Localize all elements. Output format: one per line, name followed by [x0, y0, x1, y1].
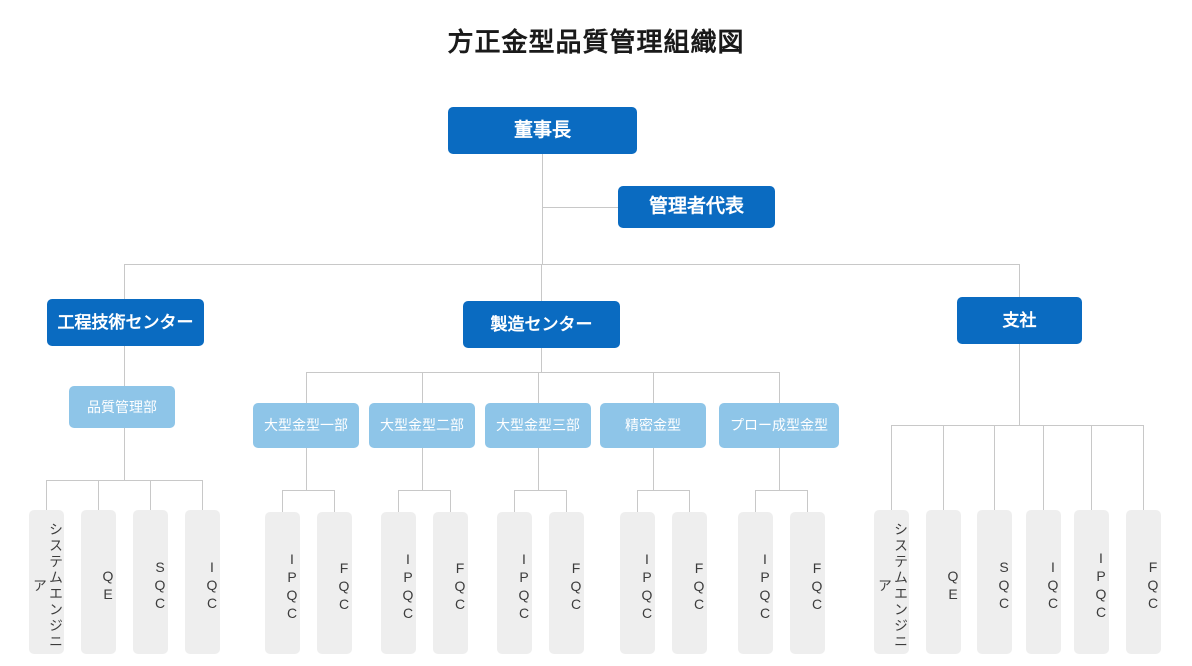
- leaf-branch-sqc[interactable]: SQC: [977, 510, 1012, 654]
- connector-to-blow-dept: [779, 372, 780, 403]
- connector-precision-leaf-2: [689, 490, 690, 512]
- connector-mold3-trunk: [538, 448, 539, 490]
- connector-branch-trunk: [1019, 344, 1020, 425]
- leaf-quality-qe[interactable]: QE: [81, 510, 116, 654]
- connector-branch-bus: [891, 425, 1143, 426]
- leaf-quality-iqc[interactable]: IQC: [185, 510, 220, 654]
- connector-to-precision-dept: [653, 372, 654, 403]
- connector-quality-leaf-1: [46, 480, 47, 510]
- connector-process-to-quality: [124, 346, 125, 386]
- node-manufacturing-center[interactable]: 製造センター: [463, 301, 620, 348]
- connector-to-manufacturing-center: [541, 264, 542, 301]
- connector-mold1-leaf-2: [334, 490, 335, 512]
- connector-precision-trunk: [653, 448, 654, 490]
- page-title: 方正金型品質管理組織図: [447, 27, 745, 57]
- connector-to-process-center: [124, 264, 125, 299]
- connector-blow-trunk: [779, 448, 780, 490]
- connector-branch-leaf-2: [943, 425, 944, 510]
- connector-branch-leaf-5: [1091, 425, 1092, 510]
- leaf-mold2-fqc[interactable]: FQC: [433, 512, 468, 654]
- node-quality-management-dept[interactable]: 品質管理部: [69, 386, 175, 428]
- node-large-mold-dept-1[interactable]: 大型金型一部: [253, 403, 359, 448]
- leaf-quality-sqc[interactable]: SQC: [133, 510, 168, 654]
- connector-mold2-leaf-2: [450, 490, 451, 512]
- leaf-blow-fqc[interactable]: FQC: [790, 512, 825, 654]
- connector-mold3-leaf-2: [566, 490, 567, 512]
- leaf-precision-ipqc[interactable]: IPQC: [620, 512, 655, 654]
- connector-blow-bus: [755, 490, 807, 491]
- leaf-branch-system-engineer[interactable]: システムエンジニア: [874, 510, 909, 654]
- connector-blow-leaf-2: [807, 490, 808, 512]
- node-large-mold-dept-3[interactable]: 大型金型三部: [485, 403, 591, 448]
- connector-to-mold-dept-3: [538, 372, 539, 403]
- connector-quality-trunk: [124, 428, 125, 480]
- connector-mold3-bus: [514, 490, 566, 491]
- node-chairman[interactable]: 董事長: [448, 107, 637, 154]
- leaf-branch-fqc[interactable]: FQC: [1126, 510, 1161, 654]
- leaf-blow-ipqc[interactable]: IPQC: [738, 512, 773, 654]
- connector-quality-bus: [46, 480, 203, 481]
- connector-branch-leaf-3: [994, 425, 995, 510]
- connector-manufacturing-bus: [306, 372, 780, 373]
- connector-division-bus: [124, 264, 1020, 265]
- connector-quality-leaf-3: [150, 480, 151, 510]
- leaf-branch-ipqc[interactable]: IPQC: [1074, 510, 1109, 654]
- connector-root-trunk: [542, 154, 543, 264]
- connector-root-to-staff: [542, 207, 618, 208]
- node-management-representative[interactable]: 管理者代表: [618, 186, 775, 228]
- connector-mold3-leaf-1: [514, 490, 515, 512]
- connector-mold1-leaf-1: [282, 490, 283, 512]
- node-process-technology-center[interactable]: 工程技術センター: [47, 299, 204, 346]
- leaf-mold1-fqc[interactable]: FQC: [317, 512, 352, 654]
- connector-precision-leaf-1: [637, 490, 638, 512]
- connector-to-mold-dept-2: [422, 372, 423, 403]
- leaf-mold1-ipqc[interactable]: IPQC: [265, 512, 300, 654]
- connector-mold2-bus: [398, 490, 450, 491]
- leaf-mold3-ipqc[interactable]: IPQC: [497, 512, 532, 654]
- leaf-branch-qe[interactable]: QE: [926, 510, 961, 654]
- leaf-mold2-ipqc[interactable]: IPQC: [381, 512, 416, 654]
- connector-to-branch: [1019, 264, 1020, 297]
- leaf-precision-fqc[interactable]: FQC: [672, 512, 707, 654]
- leaf-mold3-fqc[interactable]: FQC: [549, 512, 584, 654]
- leaf-branch-iqc[interactable]: IQC: [1026, 510, 1061, 654]
- connector-mold1-trunk: [306, 448, 307, 490]
- connector-blow-leaf-1: [755, 490, 756, 512]
- node-large-mold-dept-2[interactable]: 大型金型二部: [369, 403, 475, 448]
- connector-mold2-trunk: [422, 448, 423, 490]
- connector-precision-bus: [637, 490, 689, 491]
- connector-mold2-leaf-1: [398, 490, 399, 512]
- leaf-quality-system-engineer[interactable]: システムエンジニア: [29, 510, 64, 654]
- connector-mold1-bus: [282, 490, 334, 491]
- connector-quality-leaf-4: [202, 480, 203, 510]
- connector-branch-leaf-6: [1143, 425, 1144, 510]
- node-blow-mold-dept[interactable]: プロー成型金型: [719, 403, 839, 448]
- connector-branch-leaf-4: [1043, 425, 1044, 510]
- node-branch-office[interactable]: 支社: [957, 297, 1082, 344]
- node-precision-mold-dept[interactable]: 精密金型: [600, 403, 706, 448]
- connector-to-mold-dept-1: [306, 372, 307, 403]
- connector-branch-leaf-1: [891, 425, 892, 510]
- connector-manufacturing-trunk: [541, 348, 542, 372]
- connector-quality-leaf-2: [98, 480, 99, 510]
